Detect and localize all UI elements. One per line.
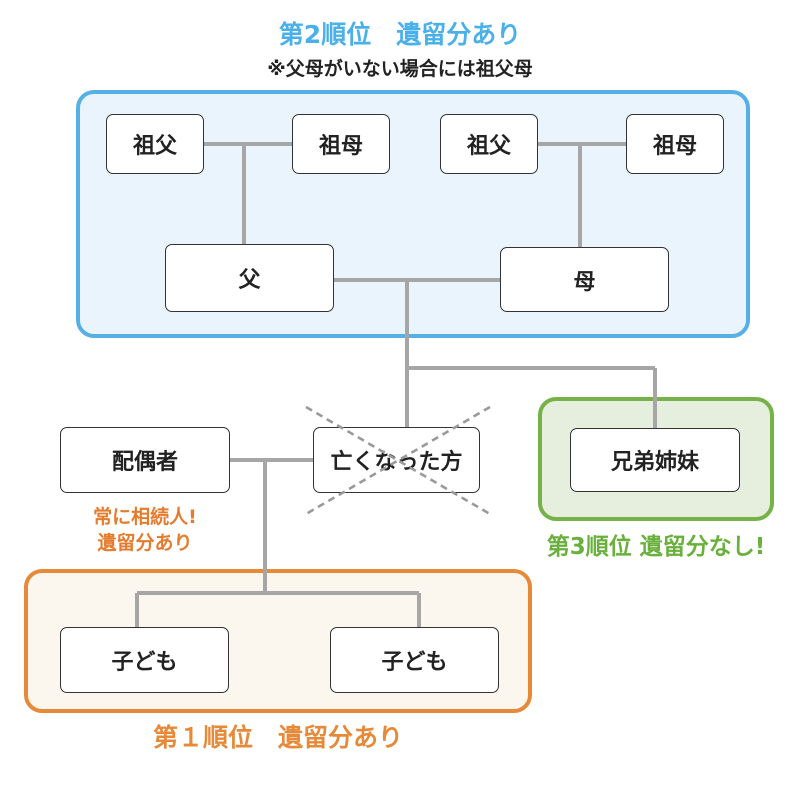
deceased-box: 亡くなった方 bbox=[313, 427, 480, 493]
child-2-box: 子ども bbox=[330, 627, 499, 693]
maternal-grandfather-box: 祖父 bbox=[440, 114, 538, 174]
third-rank-title: 第3順位 遺留分なし! bbox=[546, 534, 766, 560]
second-rank-note: ※父母がいない場合には祖父母 bbox=[267, 58, 533, 80]
child-1-box: 子ども bbox=[60, 627, 229, 693]
spouse-box: 配偶者 bbox=[60, 427, 230, 493]
father-box: 父 bbox=[165, 244, 334, 312]
mother-box: 母 bbox=[500, 247, 669, 312]
spouse-note: 常に相続人! 遺留分あり bbox=[60, 505, 230, 556]
first-rank-title: 第１順位 遺留分あり bbox=[152, 723, 403, 752]
spouse-note-line-2: 遺留分あり bbox=[97, 531, 193, 554]
spouse-note-line-1: 常に相続人! bbox=[93, 506, 197, 528]
second-rank-title: 第2順位 遺留分あり bbox=[278, 20, 522, 49]
siblings-box: 兄弟姉妹 bbox=[570, 428, 740, 492]
paternal-grandfather-box: 祖父 bbox=[106, 114, 204, 174]
maternal-grandmother-box: 祖母 bbox=[626, 114, 724, 174]
paternal-grandmother-box: 祖母 bbox=[292, 114, 390, 174]
